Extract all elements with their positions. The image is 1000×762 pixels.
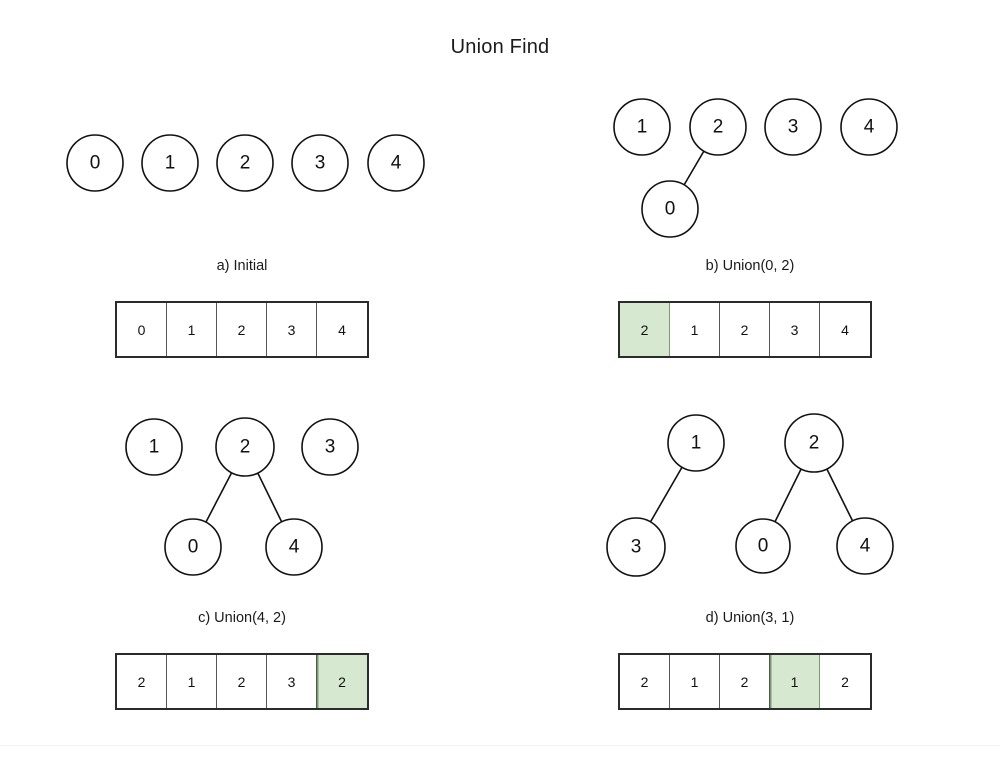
node-b-2-label: 2: [713, 117, 724, 138]
array-cell: 2: [117, 655, 167, 708]
node-b-1: [613, 98, 671, 156]
array-cell: 3: [770, 303, 820, 356]
panel-d-graph: 1 2 3 0 4: [606, 413, 894, 577]
node-d-0: [735, 518, 791, 574]
array-cell: 1: [670, 303, 720, 356]
array-cell: 1: [167, 303, 217, 356]
array-cell: 4: [820, 303, 870, 356]
caption-panel-d: d) Union(3, 1): [705, 610, 795, 626]
array-panel-a: 0 1 2 3 4: [115, 301, 369, 358]
node-d-1: [667, 414, 725, 472]
node-a-1-label: 1: [165, 153, 176, 174]
caption-panel-b: b) Union(0, 2): [705, 258, 795, 274]
array-cell: 1: [770, 655, 820, 708]
array-cell: 2: [217, 655, 267, 708]
node-b-4: [840, 98, 898, 156]
node-a-0-label: 0: [90, 153, 101, 174]
array-cell: 2: [217, 303, 267, 356]
node-a-2: [216, 134, 274, 192]
node-c-1: [125, 418, 183, 476]
node-a-4-label: 4: [391, 153, 402, 174]
node-a-4: [367, 134, 425, 192]
node-a-3-label: 3: [315, 153, 326, 174]
bottom-divider: [0, 745, 1000, 746]
node-b-2: [689, 98, 747, 156]
array-cell: 2: [317, 655, 367, 708]
page-title: Union Find: [450, 36, 550, 58]
caption-panel-c: c) Union(4, 2): [198, 610, 286, 626]
node-c-3-label: 3: [325, 437, 336, 458]
panel-c-union-4-2: 1 2 3 0 4: [0, 355, 500, 605]
node-a-1: [141, 134, 199, 192]
node-c-4-label: 4: [289, 537, 300, 558]
node-d-2-label: 2: [809, 433, 820, 454]
array-cell: 1: [670, 655, 720, 708]
node-c-4: [265, 518, 323, 576]
array-cell: 3: [267, 655, 317, 708]
node-d-1-label: 1: [691, 433, 702, 454]
panel-c-graph: 1 2 3 0 4: [125, 417, 359, 576]
panel-b-graph: 1 2 3 4 0: [613, 98, 898, 238]
node-a-0: [66, 134, 124, 192]
node-b-0-label: 0: [665, 199, 676, 220]
node-b-1-label: 1: [637, 117, 648, 138]
array-cell: 2: [820, 655, 870, 708]
node-a-2-label: 2: [240, 153, 251, 174]
panel-a-graph: 0 1 2 3 4: [66, 134, 425, 192]
array-cell: 2: [620, 655, 670, 708]
node-c-0-label: 0: [188, 537, 199, 558]
node-d-4-label: 4: [860, 536, 871, 557]
node-b-4-label: 4: [864, 117, 875, 138]
array-panel-d: 2 1 2 1 2: [618, 653, 872, 710]
caption-panel-a: a) Initial: [216, 258, 268, 274]
panel-a-initial: 0 1 2 3 4: [0, 0, 500, 300]
node-b-3: [764, 98, 822, 156]
node-c-2: [215, 417, 275, 477]
panel-b-union-0-2: 1 2 3 4 0: [500, 0, 1000, 300]
node-b-3-label: 3: [788, 117, 799, 138]
node-a-3: [291, 134, 349, 192]
array-cell: 2: [720, 303, 770, 356]
panel-d-union-3-1: 1 2 3 0 4: [500, 355, 1000, 605]
node-d-0-label: 0: [758, 536, 769, 557]
node-b-0: [641, 180, 699, 238]
node-d-2: [784, 413, 844, 473]
array-cell: 4: [317, 303, 367, 356]
array-panel-c: 2 1 2 3 2: [115, 653, 369, 710]
array-cell: 2: [620, 303, 670, 356]
array-cell: 1: [167, 655, 217, 708]
node-c-2-label: 2: [240, 437, 251, 458]
array-panel-b: 2 1 2 3 4: [618, 301, 872, 358]
node-d-3-label: 3: [631, 537, 642, 558]
node-c-1-label: 1: [149, 437, 160, 458]
node-d-4: [836, 517, 894, 575]
node-c-0: [164, 518, 222, 576]
node-c-3: [301, 418, 359, 476]
array-cell: 3: [267, 303, 317, 356]
array-cell: 0: [117, 303, 167, 356]
node-d-3: [606, 517, 666, 577]
array-cell: 2: [720, 655, 770, 708]
